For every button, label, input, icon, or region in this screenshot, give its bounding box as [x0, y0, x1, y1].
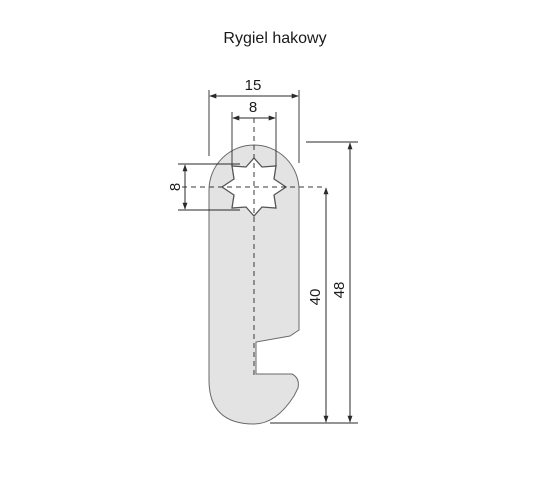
dimension-hole-height-label: 8: [167, 183, 184, 191]
dimension-width-label: 15: [245, 77, 262, 94]
dimension-hole-width-label: 8: [249, 99, 257, 116]
drawing-title: Rygiel hakowy: [223, 30, 327, 47]
dimension-48-label: 48: [331, 282, 348, 299]
dimension-40-label: 40: [307, 289, 324, 306]
